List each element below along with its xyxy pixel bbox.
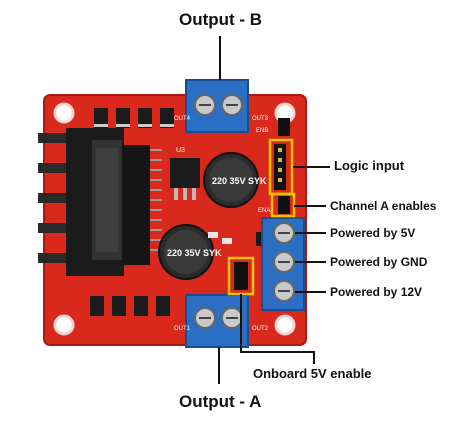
label-output-b: Output - B [179,10,263,29]
smd-part [256,232,262,246]
cap-top-mark: 220 35V SYK [212,176,267,186]
bottom-diodes [90,296,170,316]
label-output-a: Output - A [179,392,262,411]
cap-bottom-mark: 220 35V SYK [167,248,222,258]
ena-jumper [278,196,290,214]
label-powered-12v: Powered by 12V [330,285,423,299]
label-logic-input: Logic input [334,158,405,173]
out2-mark: OUT2 [252,326,269,332]
ena-mark: ENA [258,208,270,214]
terminal-power [261,217,305,311]
enb-mark: ENB [256,128,268,134]
logic-input-pins [274,144,286,190]
label-powered-5v: Powered by 5V [330,226,416,240]
capacitor-bottom: 220 35V SYK [158,224,222,280]
leader-5v-enable [240,294,315,364]
label-powered-gnd: Powered by GND [330,255,428,269]
enb-jumper [278,118,290,136]
heatsink [38,128,162,276]
out4-mark: OUT4 [174,116,191,122]
annotation-lines [218,36,330,384]
out3-mark: OUT3 [252,116,269,122]
mounting-holes [53,102,296,336]
label-onboard-5v-enable: Onboard 5V enable [253,366,372,381]
out1-mark: OUT1 [174,326,191,332]
voltage-regulator: U3 [170,147,200,200]
label-channel-a-enables: Channel A enables [330,199,437,213]
top-diodes [94,108,174,128]
u3-mark: U3 [176,147,185,154]
terminal-output-a [185,294,249,348]
capacitor-top: 220 35V SYK [203,152,267,208]
smd-resistor [222,238,232,244]
5v-enable-jumper [234,262,248,290]
terminal-output-b [185,79,249,133]
smd-resistor [208,232,218,238]
